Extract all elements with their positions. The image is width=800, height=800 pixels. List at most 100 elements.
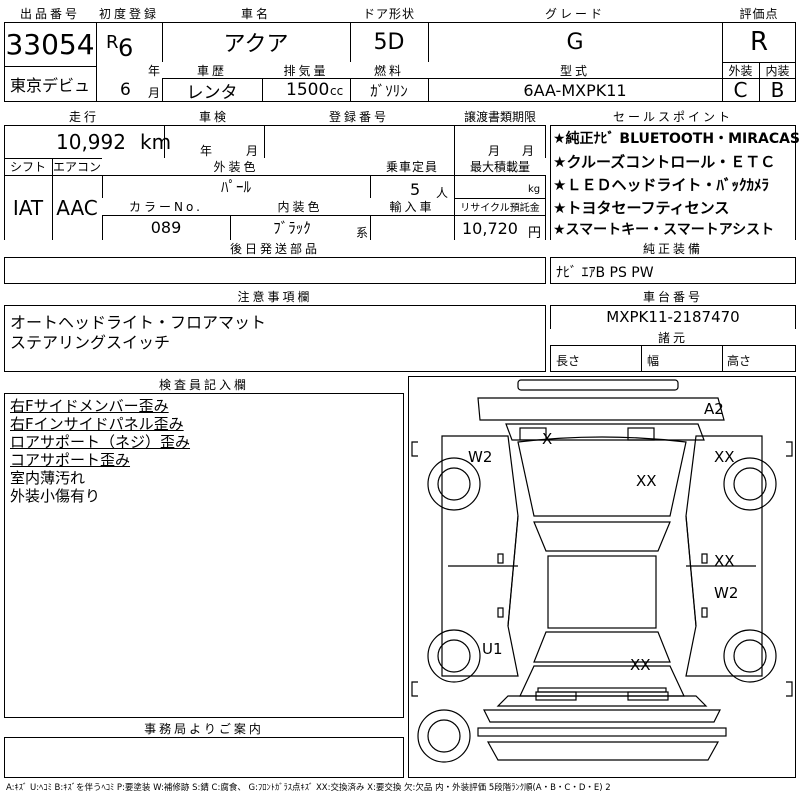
shift-label: シフト (9, 160, 46, 174)
transfer-month-unit: 月 (488, 144, 501, 158)
history-label: 車歴 (162, 62, 262, 78)
sales-point-item: ★クルーズコントロール・ＥＴＣ (553, 153, 776, 171)
grade-label: グレード (428, 4, 722, 22)
era: R (106, 32, 119, 53)
rear-right-wheel (723, 629, 777, 683)
displacement-label: 排気量 (262, 62, 350, 78)
right-front-handle (701, 553, 708, 564)
rear-window (533, 631, 671, 663)
import-label: 輸入車 (370, 198, 454, 215)
spare-wheel (417, 709, 471, 763)
cc-unit: cc (330, 84, 344, 98)
hood (517, 436, 687, 517)
rear-garnish (537, 687, 667, 693)
rear-panel (496, 695, 708, 707)
top-bumper-outline (517, 379, 679, 391)
ac: AAC (56, 195, 98, 220)
dims-label: 諸元 (550, 329, 796, 345)
spare-hub (427, 719, 461, 753)
right-rear-bracket (786, 681, 793, 697)
windshield (533, 521, 671, 552)
sales-points-label: セールスポイント (550, 108, 796, 125)
capacity: 5 (410, 180, 421, 199)
inspector-note: コアサポート歪み (10, 451, 131, 469)
rear-bumper-outline (483, 709, 721, 723)
reg-year-unit: 年 (148, 64, 161, 78)
front-right-wheel (723, 457, 777, 511)
damage-mark: XX (630, 656, 651, 674)
inspector-label: 検査員記入欄 (4, 376, 404, 393)
damage-mark: XX (714, 448, 735, 466)
yen-unit: 円 (528, 226, 542, 241)
left-pillar (507, 515, 519, 627)
rear-skirt (486, 741, 720, 761)
exterior-grade: C (733, 78, 748, 102)
damage-mark: U1 (482, 640, 503, 658)
lot-number: 33054 (5, 27, 95, 61)
mileage: 10,992 (56, 130, 126, 154)
reg-month: 6 (120, 80, 131, 100)
transfer-day-unit: 月 (522, 144, 535, 158)
car-diagram-panel (408, 376, 796, 778)
lot-number-label: 出品番号 (4, 4, 96, 22)
displacement: 1500 (286, 80, 330, 100)
interior-label: 内装 (765, 63, 790, 78)
first-reg-label: 初度登録 (96, 4, 162, 22)
car-name: アクア (223, 32, 289, 57)
front-right-hub (733, 467, 767, 501)
length-label: 長さ (556, 354, 581, 368)
left-rear-handle (497, 607, 504, 618)
grade: G (566, 29, 584, 55)
front-bumper-outline (477, 397, 725, 421)
color-no-label: カラーNo. (102, 198, 230, 215)
capacity-unit: 人 (436, 186, 449, 200)
inspector-note: 外装小傷有り (10, 487, 101, 505)
door-type: 5D (373, 29, 405, 55)
interior-color-label: 内装色 (230, 198, 370, 215)
exterior-color: ﾊﾟｰﾙ (220, 178, 251, 196)
damage-mark: XX (636, 472, 657, 490)
chassis-label: 車台番号 (550, 288, 796, 305)
right-pillar (685, 515, 697, 627)
score: R (749, 27, 769, 57)
left-rear-bracket (411, 681, 418, 697)
exterior-label: 外装 (728, 63, 753, 78)
equipment: ﾅﾋﾞ ｴｱB PS PW (556, 265, 654, 281)
recycle-label: リサイクル預託金 (460, 203, 540, 214)
exterior-color-label: 外装色 (102, 158, 370, 175)
fuel: ｶﾞｿﾘﾝ (370, 81, 408, 100)
damage-mark: W2 (468, 448, 492, 466)
score-label: 評価点 (722, 4, 796, 22)
inspector-note: 右Fサイドメンバー歪み (10, 397, 169, 415)
fuel-label: 燃料 (350, 62, 428, 78)
rear-under-bumper (477, 727, 727, 737)
rear-left-hub (437, 639, 471, 673)
rear-right-hub (733, 639, 767, 673)
note-line: ステアリングスイッチ (10, 333, 171, 352)
reg-month-unit: 月 (148, 86, 161, 100)
car-name-label: 車名 (162, 4, 350, 22)
front-left-hub (437, 467, 471, 501)
mileage-label: 走行 (4, 108, 164, 125)
interior-color: ﾌﾞﾗｯｸ (273, 219, 311, 237)
width-label: 幅 (647, 354, 660, 368)
ac-label: エアコン (52, 160, 101, 174)
notes-label: 注意事項欄 (4, 288, 546, 305)
model-label: 型式 (428, 62, 722, 78)
reg-year: 6 (118, 34, 134, 62)
inspector-note: ロアサポート（ネジ）歪み (10, 433, 191, 451)
later-parts-label: 後日発送部品 (4, 240, 546, 257)
office-label: 事務局よりご案内 (4, 720, 404, 737)
inspection-year-unit: 年 (200, 144, 213, 158)
inspection-month-unit: 月 (246, 144, 259, 158)
km-unit: km (140, 130, 172, 154)
damage-mark: A2 (704, 400, 724, 418)
left-front-handle (497, 553, 504, 564)
chassis-number: MXPK11-2187470 (606, 308, 740, 326)
legend: A:ｷｽﾞ U:ﾍｺﾐ B:ｷｽﾞを伴うﾍｺﾐ P:要塗装 W:補修跡 S:錆 … (6, 783, 611, 793)
sales-point-item: ★スマートキー・スマートアシスト (553, 222, 775, 238)
car-diagram: A2 X W2 XX XX XX W2 U1 XX (411, 379, 793, 763)
damage-mark: W2 (714, 584, 738, 602)
history: レンタ (186, 82, 238, 103)
sales-point-item: ★トヨタセーフティセンス (553, 199, 730, 217)
